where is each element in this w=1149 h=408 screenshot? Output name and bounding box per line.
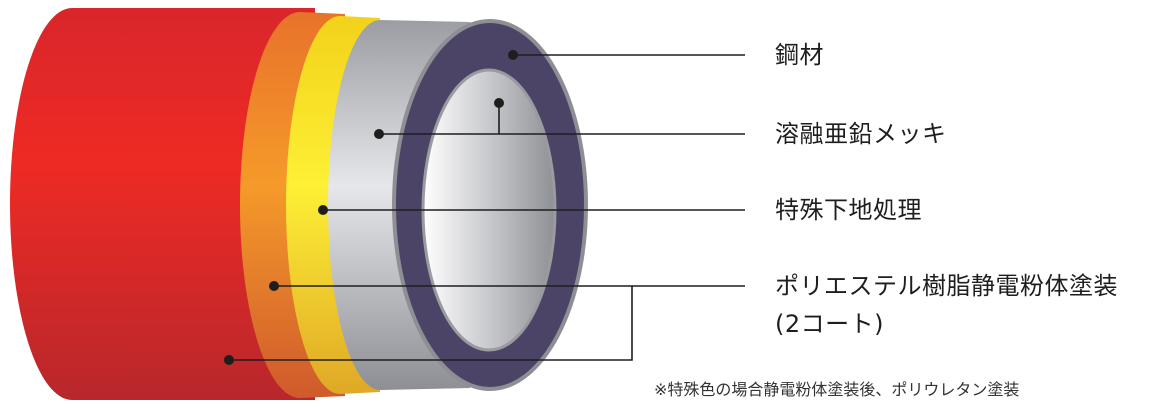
special-color-footnote: ※特殊色の場合静電粉体塗装後、ポリウレタン塗装 <box>654 380 1020 399</box>
pretreatment-label: 特殊下地処理 <box>775 196 922 224</box>
steel-marker-dot <box>508 50 518 60</box>
galvanizing-marker-dot <box>374 129 384 139</box>
powder-coating-label-sub: (2コート) <box>775 310 884 338</box>
powder-coating-leader-line <box>229 285 633 361</box>
steel-label: 鋼材 <box>775 41 824 69</box>
galvanizing-label: 溶融亜鉛メッキ <box>775 120 947 148</box>
powder-coating-label: ポリエステル樹脂静電粉体塗装 <box>775 272 1118 300</box>
pretreatment-marker-dot <box>318 205 328 215</box>
galvanizing-inner-marker-dot <box>494 98 504 108</box>
galvanizing-leader-line <box>379 103 745 135</box>
powder-coat-red-marker-dot <box>224 355 234 365</box>
powder-coat-red-layer <box>10 8 315 400</box>
powder-coat-orange-marker-dot <box>269 281 279 291</box>
